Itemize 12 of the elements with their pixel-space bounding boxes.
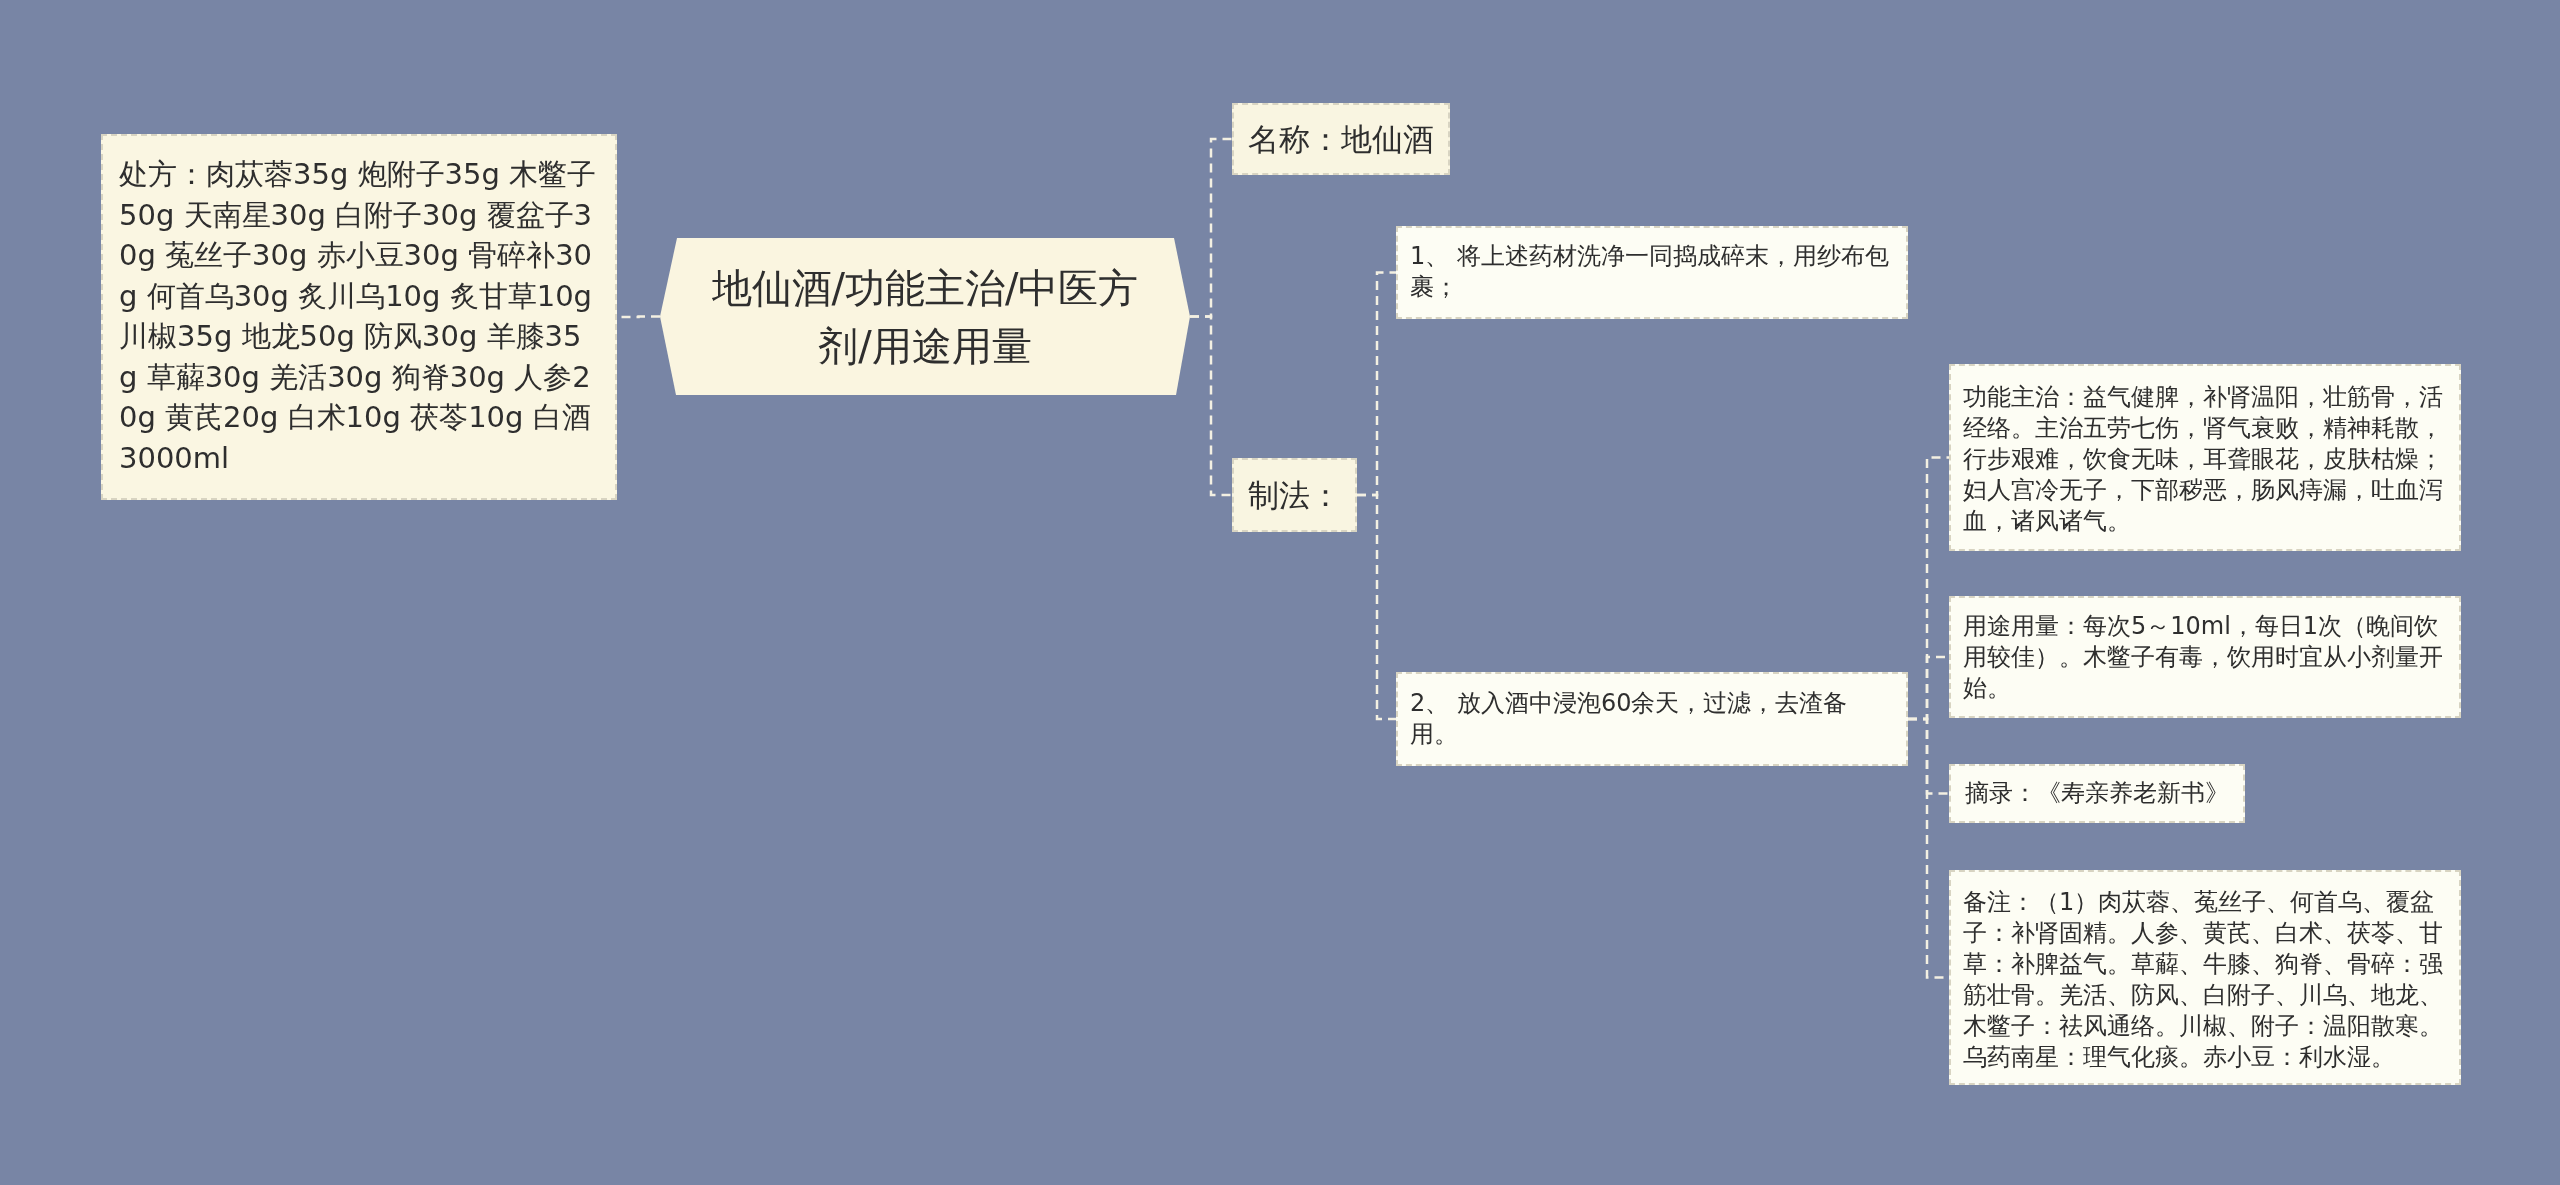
topic-box: 处方：肉苁蓉35g 炮附子35g 木鳖子50g 天南星30g 白附子30g 覆盆子30g 菟丝子30g 赤小豆30g 骨碎补30g 何首乌30g 炙川乌10g 炙甘草10g 川椒35g 地龙50g 防风30g 羊膝35g 草薢30g 羌活30g 狗脊30g 人参20g 黄芪20g 白术10g 茯苓10g 白酒3000ml	[101, 134, 617, 500]
topic-box: 备注：（1）肉苁蓉、菟丝子、何首乌、覆盆子：补肾固精。人参、黄芪、白术、茯苓、甘草：补脾益气。草薢、牛膝、狗脊、骨碎：强筋壮骨。羌活、防风、白附子、川乌、地龙、木鳖子：祛风通络。川椒、附子：温阳散寒。乌药南星：理气化痰。赤小豆：利水湿。	[1949, 870, 2461, 1085]
central-topic: 地仙酒/功能主治/中医方剂/用途用量	[660, 238, 1190, 395]
topic-box: 2、 放入酒中浸泡60余天，过滤，去渣备用。	[1396, 672, 1908, 766]
topic-box: 1、 将上述药材洗净一同捣成碎末，用纱布包裹；	[1396, 226, 1908, 319]
connector-line	[1190, 315, 1232, 497]
connector-line	[1357, 493, 1396, 721]
topic-box: 制法：	[1232, 458, 1357, 532]
topic-box: 摘录：《寿亲养老新书》	[1949, 764, 2245, 823]
topic-box: 功能主治：益气健脾，补肾温阳，壮筋骨，活经络。主治五劳七伤，肾气衰败，精神耗散，行步艰难，饮食无味，耳聋眼花，皮肤枯燥；妇人宫冷无子，下部秽恶，肠风痔漏，吐血泻血，诸风诸气。	[1949, 364, 2461, 551]
topic-box: 用途用量：每次5～10ml，每日1次（晚间饮用较佳）。木鳖子有毒，饮用时宜从小剂量开始。	[1949, 596, 2461, 718]
topic-box: 名称：地仙酒	[1232, 103, 1450, 175]
